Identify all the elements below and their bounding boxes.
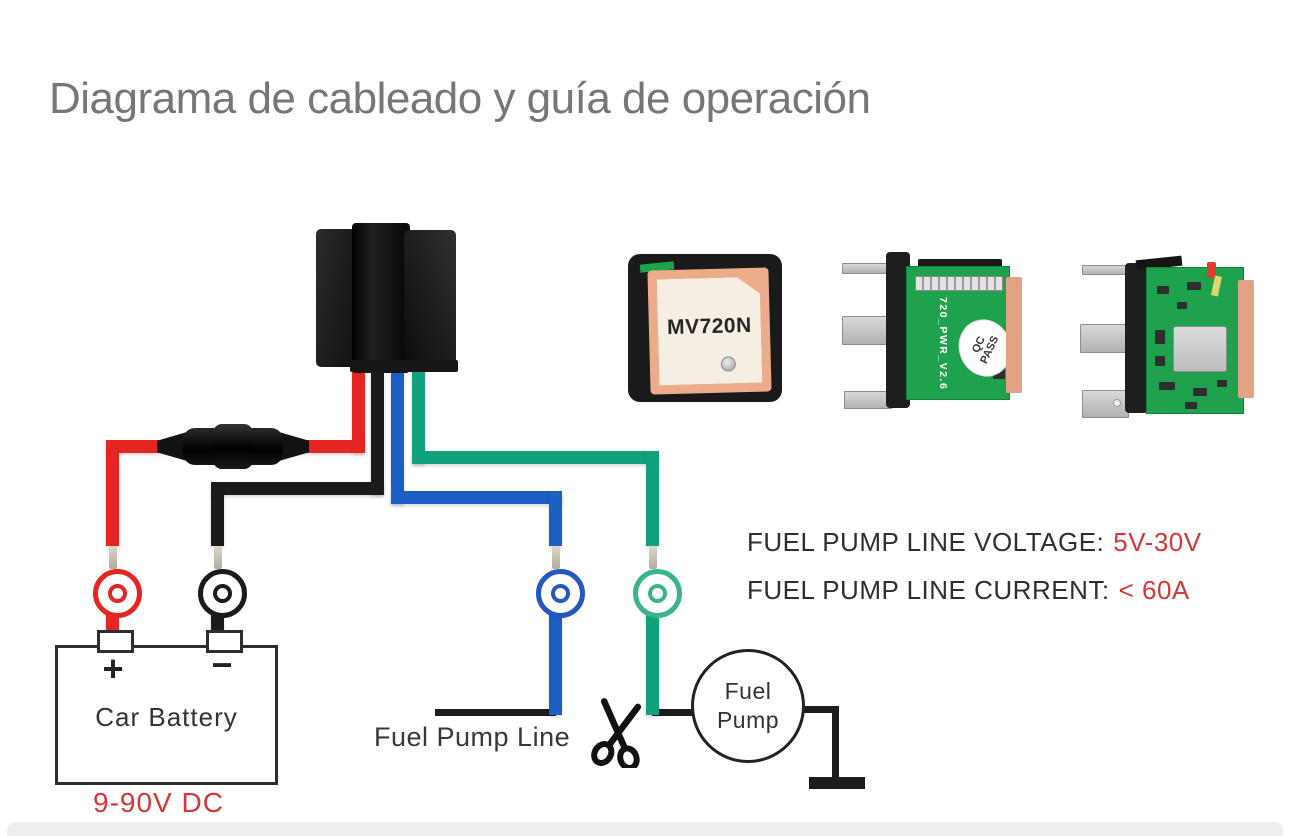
pcb-component [1193,388,1207,396]
blue-fuel-wire-segment [549,607,562,715]
sim-card-slot [1173,326,1227,372]
fuel-pump-text-line1: Fuel [724,678,772,705]
fuel-pump-line-wire [435,709,556,716]
current-spec-line: FUEL PUMP LINE CURRENT: < 60A [747,566,1202,614]
qc-pass-label: QC PASS [970,334,1002,366]
battery-voltage-rating: 9-90V DC [93,787,224,818]
blue-wire-crimp [552,546,560,569]
prong-hole [1113,399,1121,407]
battery-positive-post [97,630,134,653]
pcb-component [1187,282,1201,290]
blue-fuel-wire-segment [549,491,562,546]
current-label: FUEL PUMP LINE CURRENT: [747,575,1110,605]
voltage-spec-line: FUEL PUMP LINE VOLTAGE: 5V-30V [747,518,1202,566]
red-power-wire-segment [106,449,119,546]
green-fuel-wire-segment [412,451,659,464]
fuse-holder-ridge [213,424,253,469]
relay-front-face [352,223,410,373]
relay-antenna-edge [1006,277,1022,393]
fuel-pump-node: Fuel Pump [691,649,805,763]
scissors-icon [591,698,642,768]
black-wire-crimp [214,546,222,569]
relay-left-face [316,229,358,367]
page-title: Diagrama de cableado y guía de operación [49,74,871,123]
tracker-model-label: MV720N [666,313,753,340]
gps-ceramic-antenna: MV720N [647,267,772,395]
voltage-label: FUEL PUMP LINE VOLTAGE: [747,527,1105,557]
ground-bar [809,777,865,789]
product-photo-relay-sim-side [1078,252,1256,420]
relay-housing-edge [1125,263,1148,413]
green-fuel-wire-segment [646,607,659,715]
ground-line-vertical [832,706,839,780]
pcb-pin-connector [915,276,1003,291]
relay-right-face [404,230,456,366]
battery-negative-post [206,630,243,653]
relay-prong [1082,390,1129,418]
relay-prong [842,263,891,274]
car-battery-box [55,645,278,785]
pcb-component [1157,286,1169,294]
relay-prong [1082,265,1127,275]
red-wire-crimp [109,546,117,569]
fuel-pump-line-label: Fuel Pump Line [374,722,571,752]
ground-line-horizontal [802,706,839,713]
blue-fuel-wire-segment [391,491,562,504]
battery-minus-sign: − [211,644,233,685]
battery-plus-sign: + [102,648,124,689]
relay-prong [842,316,893,345]
fuel-pump-specs: FUEL PUMP LINE VOLTAGE: 5V-30V FUEL PUMP … [747,518,1202,614]
green-ring-terminal [633,569,682,618]
relay-pcb [1146,262,1244,414]
product-photo-gps-tracker: MV720N [628,254,782,402]
pcb-component [1217,380,1227,387]
pcb-component [1155,330,1165,344]
pcb-component [1155,356,1165,366]
pcb-version-label: 720_PWR_V2.6 [937,297,949,391]
green-wire-crimp [649,546,657,569]
black-ground-wire-segment [371,362,384,495]
green-fuel-wire-segment [412,362,425,464]
relay-pcb: 720_PWR_V2.6 QC PASS [906,266,1020,400]
green-fuel-wire-segment [646,451,659,546]
pump-connection-line [652,709,695,716]
battery-label: Car Battery [95,702,238,732]
black-ring-terminal [198,569,247,618]
relay-wire-base [350,360,458,372]
pcb-component [1159,382,1175,390]
relay-prong [844,391,892,409]
sim-wire-red [1207,262,1216,278]
red-power-wire-segment [352,362,365,453]
current-value: < 60A [1118,575,1190,605]
voltage-value: 5V-30V [1113,527,1202,557]
fuel-pump-text-line2: Pump [716,707,780,733]
relay-prong [1080,324,1129,353]
blue-fuel-wire-segment [391,362,404,504]
relay-antenna-edge [1238,280,1254,398]
red-ring-terminal [93,569,142,618]
pcb-component [1185,402,1197,409]
blue-ring-terminal [536,569,585,618]
product-photo-relay-pcb-side: 720_PWR_V2.6 QC PASS [840,250,1024,412]
next-card-edge [7,822,1283,836]
sim-wire-yellow [1210,275,1223,297]
black-ground-wire-segment [211,491,224,546]
relay-housing-top [918,259,1002,270]
fuse-holder-right-cone [279,432,309,461]
black-ground-wire-segment [211,482,384,495]
pcb-component [1177,302,1187,309]
